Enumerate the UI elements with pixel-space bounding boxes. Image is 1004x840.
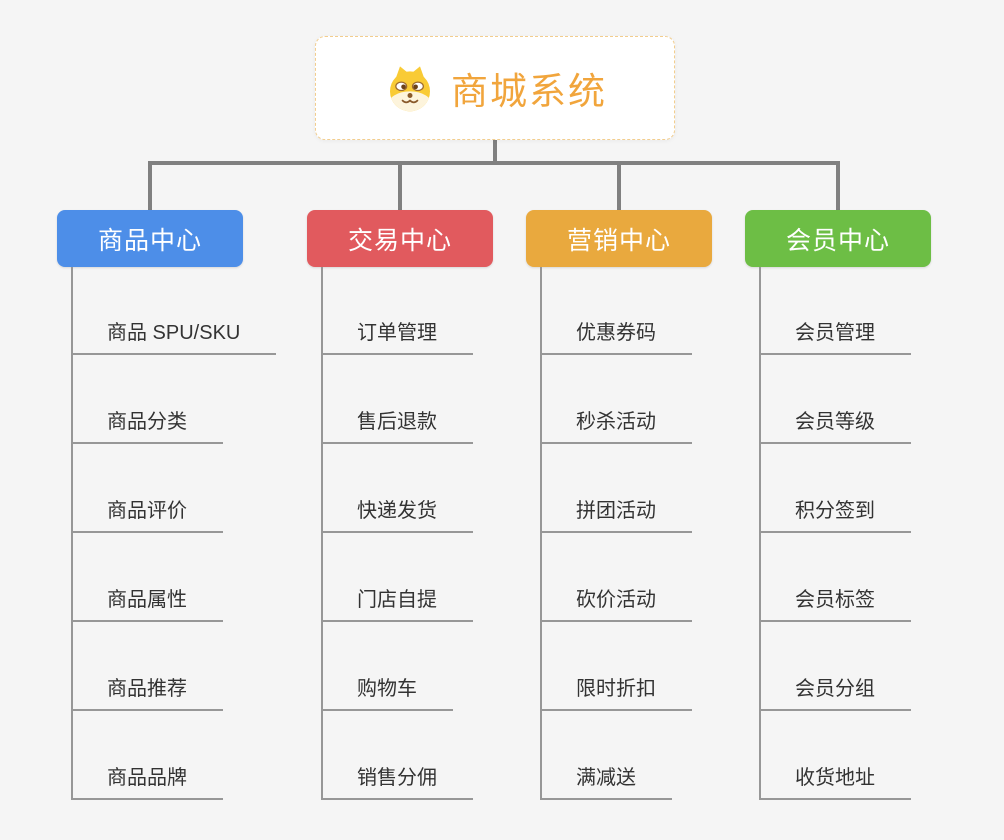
leaf-item[interactable]: 会员等级	[761, 402, 911, 444]
leaf-item[interactable]: 商品 SPU/SKU	[73, 313, 277, 355]
root-title: 商城系统	[451, 71, 607, 112]
leaf-label: 拼团活动	[576, 500, 656, 522]
leaf-label: 商品品牌	[107, 767, 187, 789]
leaf-item[interactable]: 会员分组	[761, 669, 911, 711]
leaf-item[interactable]: 秒杀活动	[542, 402, 692, 444]
leaf-label: 商品推荐	[107, 678, 187, 700]
leaf-item[interactable]: 销售分佣	[323, 758, 473, 800]
connector-drop-line	[836, 161, 840, 210]
leaf-item[interactable]: 商品评价	[73, 491, 223, 533]
leaf-item[interactable]: 商品属性	[73, 580, 223, 622]
leaf-item[interactable]: 优惠券码	[542, 313, 692, 355]
leaf-label: 会员分组	[795, 678, 875, 700]
connector-drop-line	[398, 161, 402, 210]
branch-node-member-center[interactable]: 会员中心	[745, 210, 931, 267]
leaf-item[interactable]: 砍价活动	[542, 580, 692, 622]
leaf-item[interactable]: 订单管理	[323, 313, 473, 355]
branch-label: 交易中心	[347, 226, 452, 255]
root-node[interactable]: 商城系统	[315, 36, 675, 140]
leaf-item[interactable]: 满减送	[542, 758, 672, 800]
branch-label: 营销中心	[566, 226, 671, 255]
leaf-label: 购物车	[357, 678, 417, 700]
leaf-item[interactable]: 收货地址	[761, 758, 911, 800]
branch-children-column-trade: 订单管理 售后退款 快递发货 门店自提 购物车 销售分佣	[321, 267, 473, 800]
leaf-label: 订单管理	[357, 322, 437, 344]
leaf-label: 商品评价	[107, 500, 187, 522]
branch-children-column-marketing: 优惠券码 秒杀活动 拼团活动 砍价活动 限时折扣 满减送	[540, 267, 692, 800]
leaf-item[interactable]: 购物车	[323, 669, 453, 711]
leaf-label: 快递发货	[357, 500, 437, 522]
branch-children-column-product: 商品 SPU/SKU 商品分类 商品评价 商品属性 商品推荐 商品品牌	[71, 267, 277, 800]
connector-root-stub	[493, 137, 497, 165]
leaf-item[interactable]: 商品推荐	[73, 669, 223, 711]
leaf-item[interactable]: 商品分类	[73, 402, 223, 444]
leaf-label: 会员标签	[795, 589, 875, 611]
leaf-item[interactable]: 快递发货	[323, 491, 473, 533]
connector-drop-line	[148, 161, 152, 210]
leaf-item[interactable]: 商品品牌	[73, 758, 223, 800]
leaf-item[interactable]: 拼团活动	[542, 491, 692, 533]
leaf-label: 商品 SPU/SKU	[107, 322, 241, 344]
leaf-item[interactable]: 限时折扣	[542, 669, 692, 711]
leaf-label: 收货地址	[795, 767, 875, 789]
leaf-item[interactable]: 门店自提	[323, 580, 473, 622]
leaf-label: 会员管理	[795, 322, 875, 344]
connector-drop-line	[617, 161, 621, 210]
leaf-label: 砍价活动	[576, 589, 656, 611]
branch-label: 会员中心	[785, 226, 890, 255]
leaf-item[interactable]: 售后退款	[323, 402, 473, 444]
branch-children-column-member: 会员管理 会员等级 积分签到 会员标签 会员分组 收货地址	[759, 267, 911, 800]
leaf-item[interactable]: 积分签到	[761, 491, 911, 533]
leaf-label: 会员等级	[795, 411, 875, 433]
leaf-label: 商品属性	[107, 589, 187, 611]
leaf-label: 秒杀活动	[576, 411, 656, 433]
leaf-item[interactable]: 会员标签	[761, 580, 911, 622]
leaf-label: 积分签到	[795, 500, 875, 522]
leaf-label: 商品分类	[107, 411, 187, 433]
leaf-label: 门店自提	[357, 589, 437, 611]
leaf-label: 销售分佣	[357, 767, 437, 789]
dog-face-icon	[390, 66, 430, 112]
leaf-label: 售后退款	[357, 411, 437, 433]
leaf-item[interactable]: 会员管理	[761, 313, 911, 355]
leaf-label: 优惠券码	[576, 322, 656, 344]
branch-node-product-center[interactable]: 商品中心	[57, 210, 243, 267]
branch-label: 商品中心	[97, 226, 202, 255]
leaf-label: 限时折扣	[576, 678, 656, 700]
branch-node-trade-center[interactable]: 交易中心	[307, 210, 493, 267]
connector-horizontal-bar	[148, 161, 840, 165]
branch-node-marketing-center[interactable]: 营销中心	[526, 210, 712, 267]
leaf-label: 满减送	[576, 767, 636, 789]
